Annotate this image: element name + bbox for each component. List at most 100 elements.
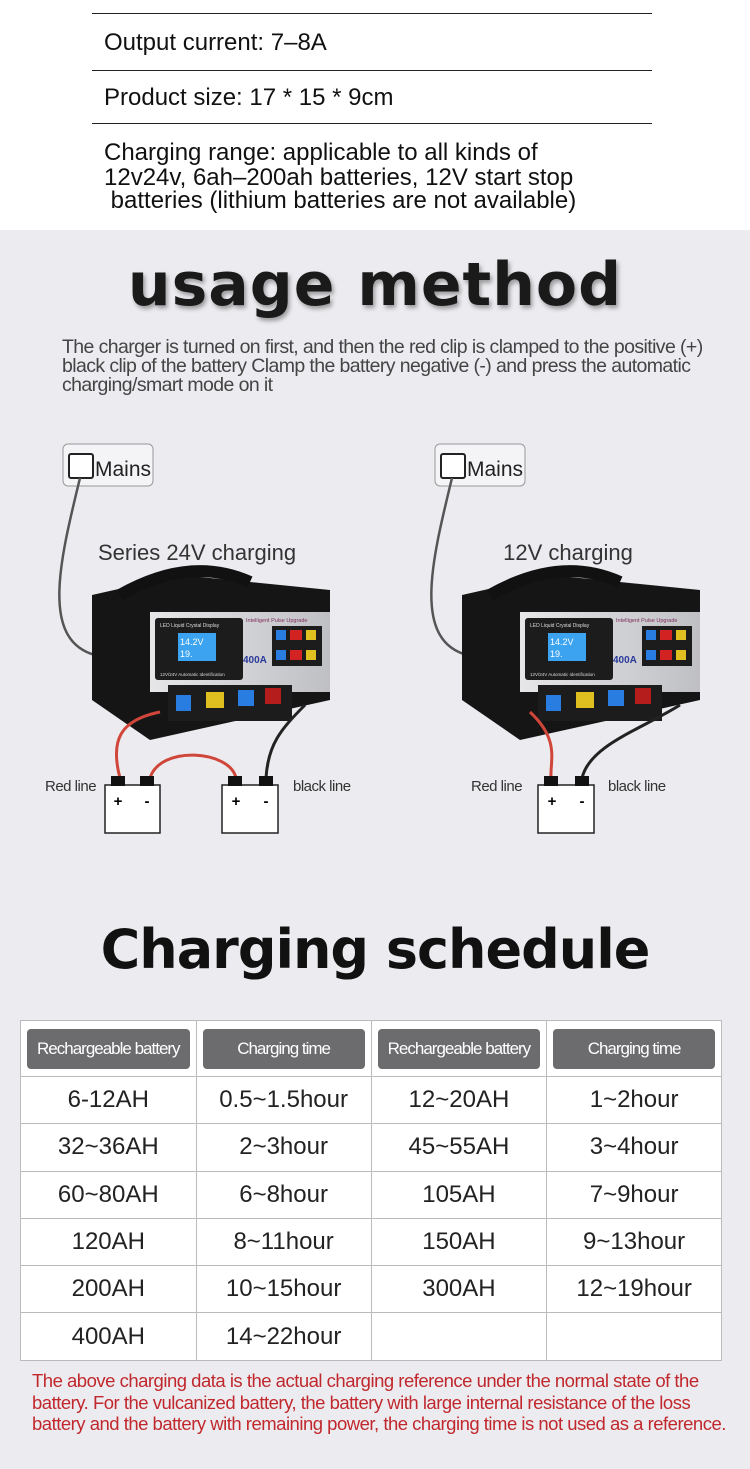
mode-button [306,650,316,660]
cell: 300AH [370,1265,548,1314]
auto-id-label: 12V/24V Automatic Identification [530,672,595,677]
minus-terminal-label: - [264,793,269,810]
red-line-label: Red line [45,778,96,795]
minus-terminal-label: - [580,793,585,810]
lcd-screen [178,633,216,661]
indicator-icon [635,688,651,704]
cell: 45~55AH [370,1123,548,1172]
charger-handle [487,565,623,601]
battery: + - [537,776,595,834]
indicator-icon [576,692,594,708]
mode-button [290,650,302,660]
usage-instruction: The charger is turned on first, and then… [62,336,703,396]
header-cell: Charging time [195,1020,372,1077]
cell: 7~9hour [546,1170,722,1219]
red-cable [114,710,161,779]
cell: 200AH [20,1265,197,1314]
cell: 8~11hour [195,1217,372,1267]
plus-terminal-label: + [232,793,241,810]
charging-schedule-table: Rechargeable battery Charging time Recha… [20,1020,722,1361]
diagram-caption: 12V charging [503,540,633,565]
lcd-screen [548,633,586,661]
cell: 105AH [370,1170,548,1219]
spec-divider [92,13,652,14]
charger-device: LED Liquid Crystal Display 14.2V 19. 12V… [462,565,700,740]
spec-divider [92,123,652,124]
header-cell: Charging time [546,1020,722,1077]
schedule-note: The above charging data is the actual ch… [32,1370,726,1434]
spec-charging-range: Charging range: applicable to all kinds … [104,139,664,214]
power-cable [430,477,468,657]
upgrade-label: Intelligent Pulse Upgrade [616,618,677,624]
indicator-icon [206,692,224,708]
header-time: Charging time [553,1028,715,1069]
cell: 400AH [20,1312,197,1361]
spec-output-current: Output current: 7–8A [104,29,327,56]
black-line-label: black line [293,778,351,795]
cell: 2~3hour [195,1123,372,1172]
cell [370,1312,548,1361]
plus-terminal-label: + [548,793,557,810]
header-time: Charging time [202,1028,365,1069]
range-line: 12v24v, 6ah–200ah batteries, 12V start s… [104,164,574,191]
black-line-label: black line [608,778,666,795]
series-link-cable [148,753,238,779]
cell: 120AH [20,1217,197,1267]
diagram-caption: Series 24V charging [98,540,296,565]
rating-label: 400A [243,655,267,666]
mains-label: Mains [95,458,151,481]
mains-plug: Mains [62,443,154,487]
display-label: LED Liquid Crystal Display [530,623,590,629]
red-line-label: Red line [471,778,522,795]
cell: 6-12AH [20,1075,197,1125]
cell: 150AH [370,1217,548,1267]
indicator-icon [546,695,561,711]
cell: 10~15hour [195,1265,372,1314]
auto-id-label: 12V/24V Automatic Identification [160,672,225,677]
cell: 14~22hour [195,1312,372,1361]
mains-plug: Mains [434,443,526,487]
mode-button [646,630,656,640]
spec-divider [92,70,652,71]
mode-button [276,650,286,660]
mains-label: Mains [467,458,523,481]
range-line: batteries (lithium batteries are not ava… [104,187,577,214]
header-cell: Rechargeable battery [20,1020,197,1077]
rating-label: 400A [613,655,637,666]
cell: 9~13hour [546,1217,722,1267]
battery: + - [104,776,161,834]
table-header-row: Rechargeable battery Charging time Recha… [20,1020,722,1077]
lcd-current: 19. [550,649,563,659]
indicator-icon [608,690,624,706]
lcd-voltage: 14.2V [180,637,204,647]
plus-terminal-label: + [114,793,123,810]
cell: 0.5~1.5hour [195,1075,372,1125]
spec-product-size: Product size: 17 * 15 * 9cm [104,84,394,111]
mode-button [676,630,686,640]
battery: + - [221,776,279,834]
upgrade-label: Intelligent Pulse Upgrade [246,618,307,624]
mode-button [276,630,286,640]
mode-button [660,650,672,660]
mode-button [660,630,672,640]
schedule-title: Charging schedule [100,918,651,981]
cell: 12~20AH [370,1075,548,1125]
lcd-voltage: 14.2V [550,637,574,647]
mode-button [290,630,302,640]
black-cable [264,703,307,779]
indicator-icon [176,695,191,711]
range-line: Charging range: applicable to all kinds … [104,139,538,166]
mode-button [306,630,316,640]
cell: 6~8hour [195,1170,372,1219]
header-battery: Rechargeable battery [377,1028,541,1069]
mode-button [646,650,656,660]
indicator-icon [238,690,254,706]
red-cable [528,710,554,779]
diagram-series-24v: Mains Series 24V charging LED Liquid Cry… [45,443,351,834]
cell: 1~2hour [546,1075,722,1125]
power-cable [58,477,96,657]
